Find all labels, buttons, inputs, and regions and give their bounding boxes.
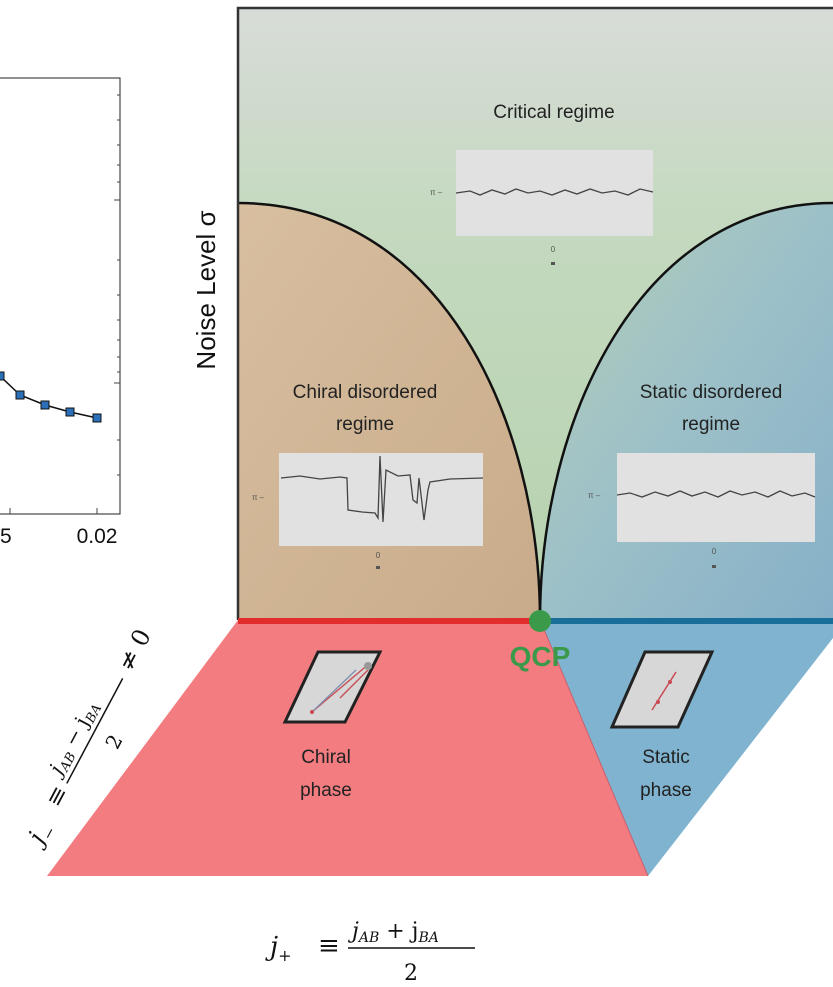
static-phase-label-1: Static bbox=[642, 747, 690, 768]
static-phase-inset bbox=[609, 650, 715, 729]
static-phase-region bbox=[540, 620, 833, 876]
right-phase-boundary bbox=[538, 201, 833, 621]
svg-text:≡: ≡ bbox=[40, 781, 74, 812]
chiral-regime-label-1: Chiral disordered bbox=[293, 382, 438, 403]
critical-regime-label: Critical regime bbox=[493, 102, 614, 123]
static-phase-label-2: phase bbox=[640, 780, 692, 801]
svg-text:π –: π – bbox=[252, 493, 265, 502]
j-plus-equiv: ≡ bbox=[318, 931, 340, 961]
floor-divider bbox=[539, 619, 649, 877]
static-regime-label-1: Static disordered bbox=[640, 382, 783, 403]
critical-inset: π – 0 bbox=[430, 150, 654, 265]
left-plot-series bbox=[0, 371, 102, 423]
left-plot-ticks bbox=[9, 94, 120, 514]
floor-panel: Chiral phase Static phase QCP bbox=[47, 610, 833, 877]
chiral-inset: π – 0 bbox=[252, 453, 484, 569]
left-plot-frame bbox=[0, 77, 121, 515]
svg-text:≠ 0: ≠ 0 bbox=[112, 624, 157, 675]
series-marker bbox=[92, 413, 102, 423]
j-plus-symbol: j bbox=[265, 932, 278, 962]
left-plot-tick-partial: 5 bbox=[0, 525, 12, 548]
svg-text:0: 0 bbox=[712, 547, 717, 556]
series-marker bbox=[65, 407, 75, 417]
series-line bbox=[0, 375, 98, 419]
svg-text:0: 0 bbox=[551, 245, 556, 254]
chiral-regime-label-2: regime bbox=[336, 414, 394, 435]
svg-text:j−: j− bbox=[20, 817, 60, 854]
svg-text:π –: π – bbox=[430, 188, 443, 197]
static-regime-label-2: regime bbox=[682, 414, 740, 435]
j-plus-denominator: 2 bbox=[404, 961, 418, 986]
chiral-trace bbox=[280, 455, 484, 523]
noise-panel: Critical regime π – 0 Chiral disordered … bbox=[191, 6, 833, 621]
left-plot: 5 0.02 bbox=[0, 77, 121, 548]
j-plus-formula: j+ ≡ jAB + jBA 2 bbox=[265, 919, 475, 986]
chiral-phase-inset bbox=[282, 650, 383, 724]
static-inset: π – 0 bbox=[588, 453, 816, 568]
svg-text:π –: π – bbox=[588, 491, 601, 500]
chiral-phase-label-2: phase bbox=[300, 780, 352, 801]
svg-text:j+: j+ bbox=[265, 932, 291, 965]
chiral-phase-label-1: Chiral bbox=[301, 747, 351, 768]
svg-text:2: 2 bbox=[100, 730, 127, 753]
static-trace bbox=[616, 490, 816, 498]
series-marker bbox=[15, 390, 25, 400]
left-plot-tick-last: 0.02 bbox=[77, 525, 118, 548]
svg-text:0: 0 bbox=[376, 551, 381, 560]
left-phase-boundary bbox=[237, 201, 542, 621]
series-marker bbox=[40, 400, 50, 410]
qcp-point bbox=[529, 610, 551, 632]
critical-trace bbox=[455, 188, 654, 196]
chiral-phase-region bbox=[47, 620, 648, 876]
qcp-label: QCP bbox=[510, 641, 571, 672]
j-plus-sub: + bbox=[278, 946, 291, 965]
series-marker bbox=[0, 371, 5, 381]
noise-level-axis-label: Noise Level σ bbox=[191, 210, 221, 369]
svg-text:jAB + jBA: jAB + jBA bbox=[347, 919, 439, 946]
noise-panel-frame bbox=[236, 6, 833, 620]
